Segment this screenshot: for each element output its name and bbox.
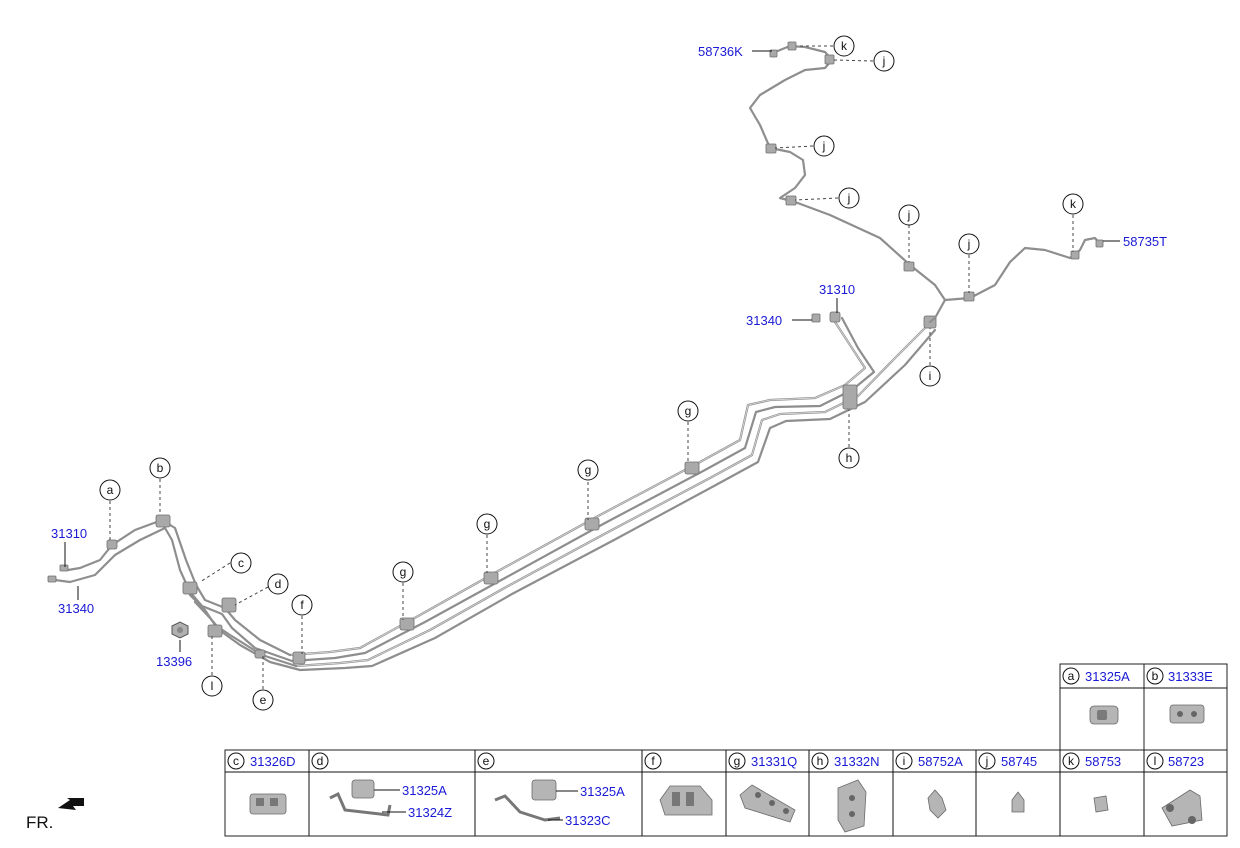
legend-cell-g: g 31331Q [728, 752, 797, 823]
callout-b: b [149, 457, 171, 479]
callout-l-label: l [211, 679, 214, 693]
svg-text:j: j [907, 208, 911, 222]
svg-text:k: k [841, 39, 848, 53]
svg-text:f: f [651, 754, 655, 768]
legend-cell-i: i 58752A [895, 752, 963, 819]
callout-f: f [291, 594, 313, 616]
front-direction-indicator: FR. [26, 798, 84, 832]
legend-cell-j: j 58745 [978, 752, 1037, 813]
callout-d: d [267, 573, 289, 595]
callout-h: h [838, 447, 860, 469]
svg-text:d: d [317, 754, 324, 768]
leader-lines [64, 45, 1120, 689]
part-label-13396: 13396 [156, 654, 192, 669]
svg-text:a: a [1068, 669, 1075, 683]
svg-text:i: i [929, 369, 932, 383]
svg-text:g: g [585, 463, 592, 477]
callout-a-label: a [107, 483, 114, 497]
callout-j-3: j [838, 187, 860, 209]
legend-cell-d: d 31325A 31324Z [311, 752, 452, 820]
part-label-58736K: 58736K [698, 44, 743, 59]
callout-k-1: k [833, 35, 855, 57]
callout-j-4: j [898, 204, 920, 226]
svg-text:58752A: 58752A [918, 754, 963, 769]
callout-c: c [230, 552, 252, 574]
svg-text:k: k [1068, 754, 1075, 768]
callout-j-1: j [873, 50, 895, 72]
callout-e: e [252, 689, 274, 711]
callout-k-2: k [1062, 193, 1084, 215]
callout-c-label: c [238, 556, 244, 570]
svg-text:g: g [484, 517, 491, 531]
legend-cell-l: l 58723 [1146, 752, 1204, 827]
part-label-58735T: 58735T [1123, 234, 1167, 249]
svg-text:g: g [400, 565, 407, 579]
callout-e-label: e [260, 693, 267, 707]
svg-text:k: k [1070, 197, 1077, 211]
svg-text:j: j [985, 754, 989, 768]
svg-text:j: j [847, 191, 851, 205]
svg-text:j: j [967, 237, 971, 251]
svg-text:h: h [817, 754, 824, 768]
svg-text:31325A: 31325A [1085, 669, 1130, 684]
legend-cell-f: f [644, 752, 713, 816]
front-direction-label: FR. [26, 813, 53, 832]
part-label-31310-left: 31310 [51, 526, 87, 541]
svg-text:31332N: 31332N [834, 754, 880, 769]
svg-text:c: c [233, 754, 239, 768]
bolt-13396 [171, 621, 189, 639]
bundle-clips [399, 311, 937, 631]
legend-cell-c: c 31326D [227, 752, 296, 815]
callout-g-2: g [476, 513, 498, 535]
svg-text:31331Q: 31331Q [751, 754, 797, 769]
svg-text:g: g [734, 754, 741, 768]
part-number-labels: 58736K 58735T 31310 31340 31310 31340 13… [51, 44, 1167, 669]
clip-b-shape [155, 514, 171, 528]
svg-text:i: i [903, 754, 906, 768]
svg-text:e: e [483, 754, 490, 768]
legend-cell-k: k 58753 [1062, 752, 1121, 813]
part-label-31310-right: 31310 [819, 282, 855, 297]
svg-text:31323C: 31323C [565, 813, 611, 828]
svg-text:58753: 58753 [1085, 754, 1121, 769]
svg-text:l: l [1154, 754, 1157, 768]
callout-circles: a b c d e f l g g g g h i k j j j j j k [99, 35, 1084, 711]
callout-a: a [99, 479, 121, 501]
upper-vapor-pipe [748, 41, 1104, 324]
callout-l: l [201, 675, 223, 697]
front-arrow-icon [58, 798, 84, 810]
callout-d-label: d [275, 577, 282, 591]
part-label-31340-left: 31340 [58, 601, 94, 616]
svg-text:h: h [846, 451, 853, 465]
main-pipe-bundle [288, 316, 937, 672]
svg-text:58745: 58745 [1001, 754, 1037, 769]
legend-cell-a: a 31325A [1062, 667, 1130, 725]
part-label-31340-right: 31340 [746, 313, 782, 328]
svg-text:31326D: 31326D [250, 754, 296, 769]
legend-cell-b: b 31333E [1146, 667, 1213, 724]
svg-text:31333E: 31333E [1168, 669, 1213, 684]
callout-j-2: j [813, 135, 835, 157]
callout-g-1: g [392, 561, 414, 583]
svg-text:b: b [1152, 669, 1159, 683]
legend-cell-h: h 31332N [811, 752, 880, 833]
svg-text:j: j [822, 139, 826, 153]
callout-g-4: g [677, 400, 699, 422]
svg-text:31325A: 31325A [580, 784, 625, 799]
callout-f-label: f [300, 598, 304, 612]
callout-b-label: b [157, 461, 164, 475]
legend-cell-e: e 31325A 31323C [477, 752, 625, 828]
svg-text:31324Z: 31324Z [408, 805, 452, 820]
callout-g-3: g [577, 459, 599, 481]
front-pipe-section [47, 514, 306, 672]
svg-text:31325A: 31325A [402, 783, 447, 798]
svg-text:g: g [685, 404, 692, 418]
svg-text:58723: 58723 [1168, 754, 1204, 769]
callout-i: i [919, 365, 941, 387]
svg-text:j: j [882, 54, 886, 68]
callout-j-5: j [958, 233, 980, 255]
legend-table-bottom: c 31326D d 31325A 31324Z e 31325A 31323C [224, 749, 1228, 837]
